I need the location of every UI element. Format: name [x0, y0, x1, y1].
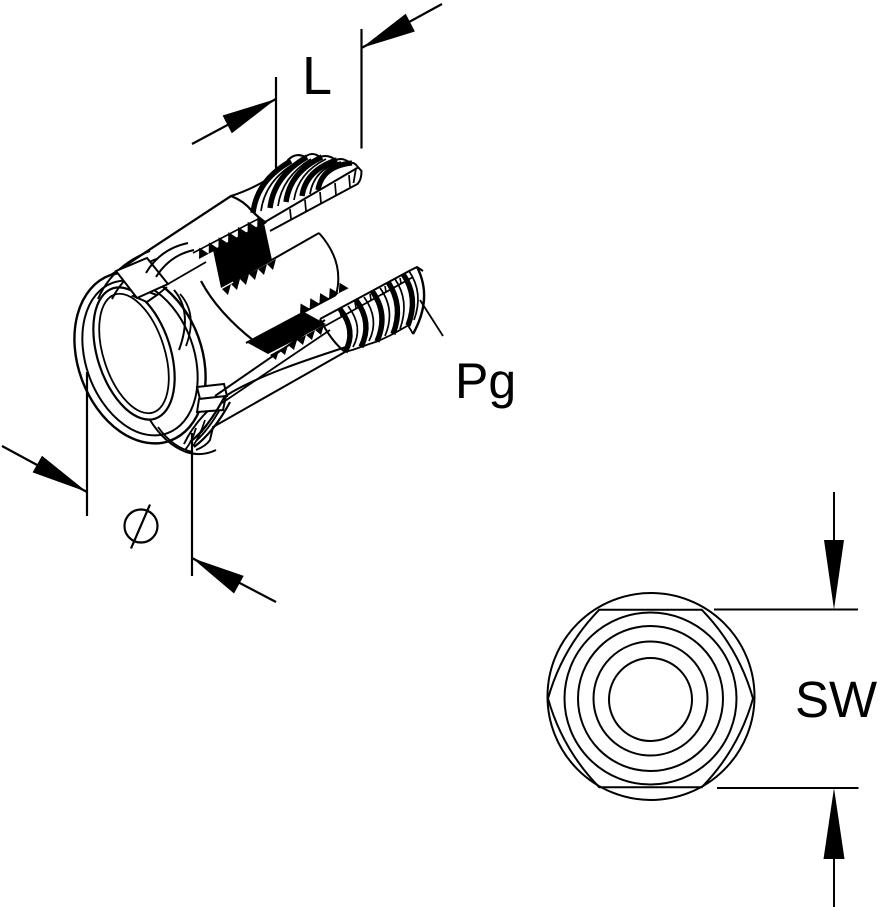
- svg-text:SW: SW: [795, 671, 877, 728]
- svg-text:L: L: [302, 46, 332, 106]
- svg-text:Pg: Pg: [455, 353, 516, 409]
